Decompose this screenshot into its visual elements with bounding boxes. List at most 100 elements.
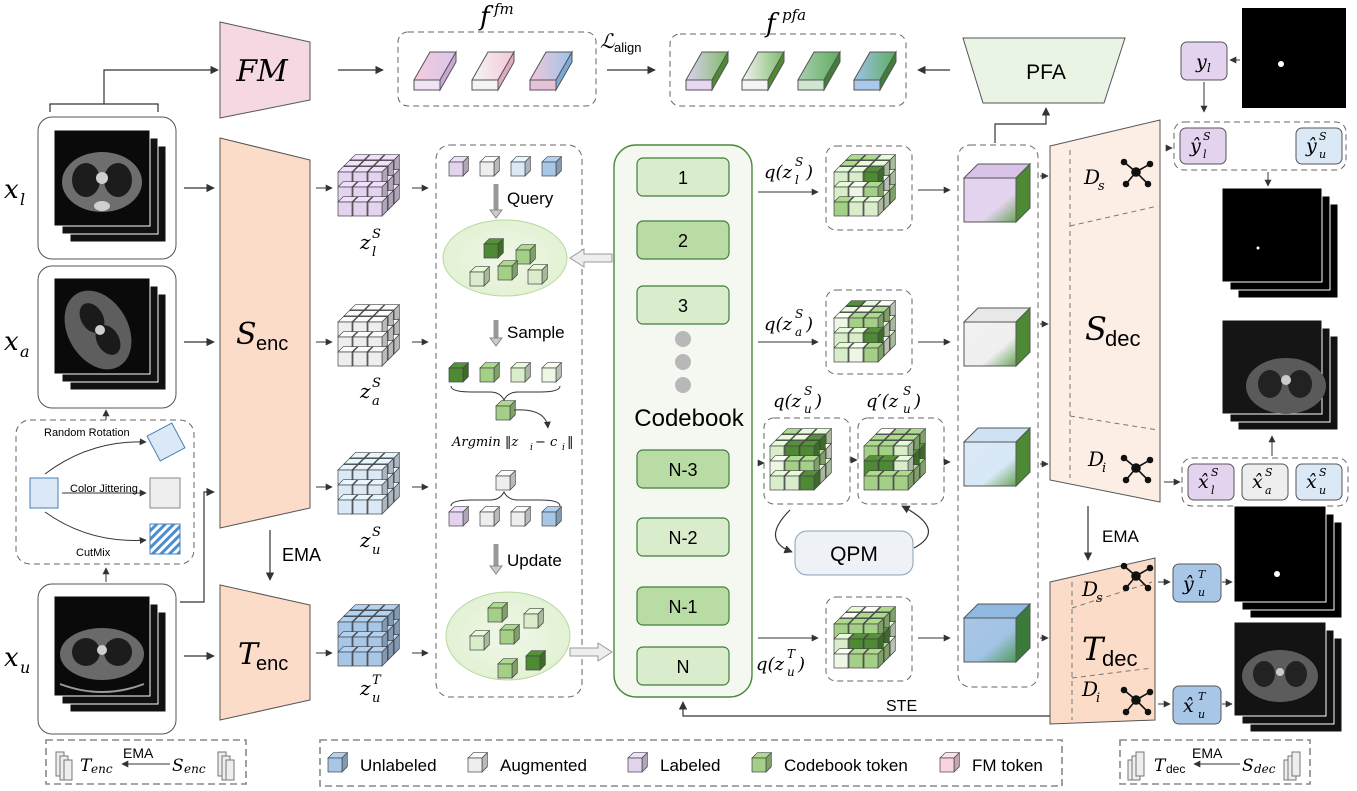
pfa-token-2 [741, 50, 785, 92]
update-to-codebook-arrow [569, 642, 613, 662]
cube [467, 751, 489, 773]
cube [525, 649, 547, 671]
cube [487, 601, 509, 623]
fusion-cube-labeled [962, 162, 1032, 224]
xhat-u-sup: S [1319, 466, 1327, 479]
teacher-decoder: D s D i T dec [1049, 557, 1156, 725]
ellipsis-dot-2 [675, 354, 691, 370]
codebook-entry: 3 [636, 285, 730, 325]
qu-sub: u [804, 402, 812, 416]
cube [799, 469, 821, 491]
cube [863, 647, 885, 669]
cube [627, 751, 649, 773]
input-labels: x l x a x u [4, 175, 30, 677]
update-token-row [448, 505, 563, 527]
zu-sub: u [372, 543, 380, 558]
ql-end: ) [805, 162, 813, 183]
yhat-t-label: ŷ [1182, 573, 1194, 595]
query-label: Query [507, 189, 554, 208]
sdec-ds-label: D [1083, 165, 1100, 189]
reconstructed-image-stack [1221, 319, 1339, 431]
xu-to-senc-arrow [180, 487, 215, 603]
fusion-cube-teacher [962, 602, 1032, 664]
cube [367, 195, 389, 217]
codebook-entry-label: 2 [678, 231, 688, 251]
cube [448, 155, 470, 177]
cube [893, 469, 915, 491]
legend-label: Labeled [660, 756, 721, 775]
cube [367, 493, 389, 515]
network-icon [1120, 454, 1154, 484]
update-brace [450, 490, 561, 507]
query-cluster [442, 219, 568, 297]
sdec-ds-sub: s [1098, 179, 1105, 194]
tenc-sub: enc [256, 653, 288, 675]
ste-label: STE [886, 698, 917, 715]
student-encoder: S enc [219, 137, 311, 529]
teacher-recon-image-stack [1233, 621, 1343, 733]
quantized-qu-grid [769, 427, 833, 491]
quantized-qt-grid [833, 605, 897, 669]
dec-ema-label: EMA [1102, 527, 1140, 546]
cube [515, 243, 537, 265]
input-augmented-images [37, 265, 177, 409]
sample-token-row [448, 361, 563, 383]
qa-sup: S [795, 307, 803, 321]
encoder-ema-note: T enc EMA S enc [45, 739, 247, 785]
aug-cutmix-label: CutMix [76, 547, 111, 559]
label-xl-sub: l [20, 190, 25, 209]
zl-sup: S [372, 227, 381, 242]
cube [495, 469, 517, 491]
network-icon [1120, 686, 1154, 716]
input-to-fm-arrow [103, 65, 219, 104]
za-sup: S [372, 376, 381, 391]
cube [367, 345, 389, 367]
cube [497, 259, 519, 281]
zt-sup: T [372, 673, 382, 688]
network-icon [1120, 158, 1154, 188]
xhat-l-label: x̂ [1198, 471, 1209, 493]
argmin-sub-i: i [530, 443, 533, 453]
latent-za-grid [337, 303, 401, 367]
cube [469, 629, 491, 651]
legend-label: Unlabeled [360, 756, 437, 775]
codebook-entry-label: N-3 [668, 460, 697, 480]
codebook-entry: N-2 [636, 517, 730, 557]
cube [863, 195, 885, 217]
xhat-a-label: x̂ [1252, 471, 1263, 493]
query-arrow-head [489, 209, 503, 219]
ste-arrow [678, 701, 1050, 717]
latent-zu-grid [337, 451, 401, 515]
legend-item: FM token [939, 751, 1043, 775]
br-source: S [1242, 756, 1254, 776]
decoder-ema-note: T dec EMA S dec [1119, 739, 1311, 785]
cube [939, 751, 961, 773]
bl-source-sub: enc [184, 762, 206, 776]
argmin-end: ‖ [567, 435, 574, 450]
input-brace [49, 103, 159, 112]
pfa-block: PFA [962, 37, 1126, 104]
qt-sub: u [787, 665, 795, 679]
legend-item: Unlabeled [327, 751, 437, 775]
seg-output-panel: ŷ S l ŷ S u [1173, 121, 1347, 171]
zu-label: z [359, 528, 371, 552]
query-cluster-tokens [469, 237, 549, 287]
sdec-di-sub: i [1102, 461, 1106, 476]
codebook-entry: 1 [636, 157, 730, 197]
quantization-process-panel: Query Sample Argmin ‖z i − c i ‖ Update [435, 144, 583, 698]
yl-box: y l [1180, 41, 1228, 81]
cube [448, 361, 470, 383]
pfa-token-4 [853, 50, 897, 92]
cube [751, 751, 773, 773]
cube [499, 623, 521, 645]
codebook-entry: N-3 [636, 449, 730, 489]
network-icon [1120, 562, 1154, 592]
fm-feature-label: f [478, 2, 494, 32]
codebook-entry-label: N-1 [668, 597, 697, 617]
yhat-u-sup: S [1319, 130, 1327, 143]
student-decoder: D s D i S dec [1049, 119, 1161, 503]
align-loss-sub: align [614, 40, 641, 55]
